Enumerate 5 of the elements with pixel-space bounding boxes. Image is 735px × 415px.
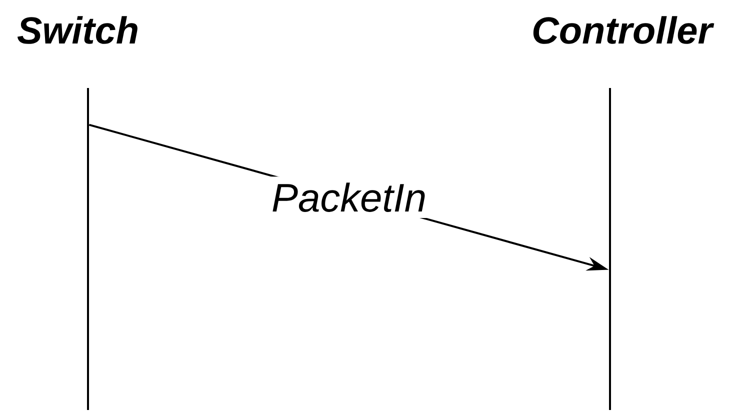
lifeline: [609, 88, 611, 410]
lifeline-heading: Switch: [17, 16, 138, 44]
lifeline-heading: Controller: [533, 16, 714, 44]
lifeline: [87, 88, 89, 410]
edge-label: PacketIn: [265, 176, 433, 218]
